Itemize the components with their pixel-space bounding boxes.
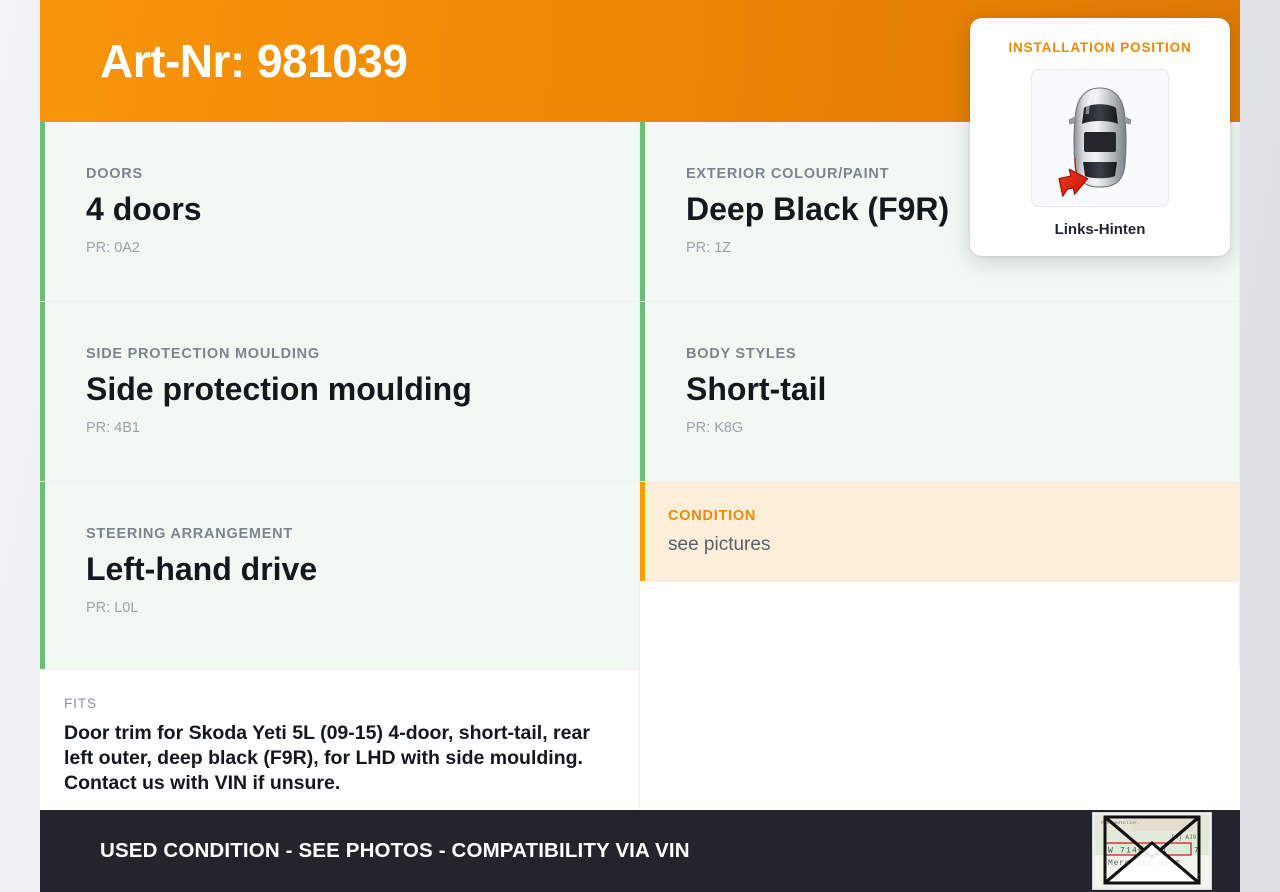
spec-code: PR: 1Z: [686, 239, 732, 256]
fits-label: FITS: [64, 696, 97, 712]
car-top-view-rear-left-arrow-icon: [1031, 69, 1169, 207]
fits-block: FITS Door trim for Skoda Yeti 5L (09-15)…: [40, 670, 640, 827]
installation-position-title: INSTALLATION POSITION: [1008, 40, 1192, 55]
spec-value: Deep Black (F9R): [686, 191, 950, 227]
spec-cell-doors: DOORS 4 doors PR: 0A2: [40, 122, 640, 302]
product-spec-page: Art-Nr: 981039 INSTALLATION POSITION: [40, 0, 1240, 892]
fits-row: FITS Door trim for Skoda Yeti 5L (09-15)…: [40, 670, 1240, 827]
spec-code: PR: 0A2: [86, 239, 140, 256]
spec-cell-steering-arrangement: STEERING ARRANGEMENT Left-hand drive PR:…: [40, 482, 640, 671]
spec-value: Short-tail: [686, 371, 827, 407]
spec-value: Side protection moulding: [86, 371, 472, 407]
page-title: Art-Nr: 981039: [100, 35, 408, 87]
spec-label: CONDITION: [668, 508, 757, 524]
spec-code: PR: 4B1: [86, 419, 140, 436]
spec-code: PR: L0L: [86, 599, 139, 616]
vin-envelope-icon: Fahrgestellnr. [4] AJ0 W 71463J31 7 Merc…: [1092, 812, 1212, 890]
installation-position-label: Links-Hinten: [1054, 221, 1146, 238]
spec-cell-condition-column: CONDITION see pictures: [640, 482, 1240, 671]
page-footer: USED CONDITION - SEE PHOTOS - COMPATIBIL…: [40, 810, 1240, 892]
spec-code: PR: K8G: [686, 419, 744, 436]
footer-notice: USED CONDITION - SEE PHOTOS - COMPATIBIL…: [100, 839, 690, 862]
fits-spacer: [640, 670, 1240, 827]
spec-label: BODY STYLES: [686, 346, 797, 362]
spec-cell-side-protection-moulding: SIDE PROTECTION MOULDING Side protection…: [40, 302, 640, 482]
svg-text:W 71463J31: W 71463J31: [1108, 847, 1168, 856]
spec-value: 4 doors: [86, 191, 202, 227]
spec-cell-filler: [640, 582, 1240, 671]
spec-label: SIDE PROTECTION MOULDING: [86, 346, 320, 362]
spec-cell-condition: CONDITION see pictures: [640, 482, 1240, 583]
spec-value: see pictures: [668, 534, 771, 555]
svg-text:Fahrgestellnr.: Fahrgestellnr.: [1101, 820, 1140, 826]
svg-text:[4] AJ0: [4] AJ0: [1171, 834, 1197, 841]
spec-cell-body-styles: BODY STYLES Short-tail PR: K8G: [640, 302, 1240, 482]
spec-label: DOORS: [86, 166, 143, 182]
installation-position-card: INSTALLATION POSITION: [970, 18, 1230, 256]
svg-text:7: 7: [1194, 847, 1199, 856]
spec-label: STEERING ARRANGEMENT: [86, 526, 293, 542]
spec-label: EXTERIOR COLOUR/PAINT: [686, 166, 890, 182]
fits-description: Door trim for Skoda Yeti 5L (09-15) 4-do…: [64, 722, 590, 795]
spec-value: Left-hand drive: [86, 551, 318, 587]
